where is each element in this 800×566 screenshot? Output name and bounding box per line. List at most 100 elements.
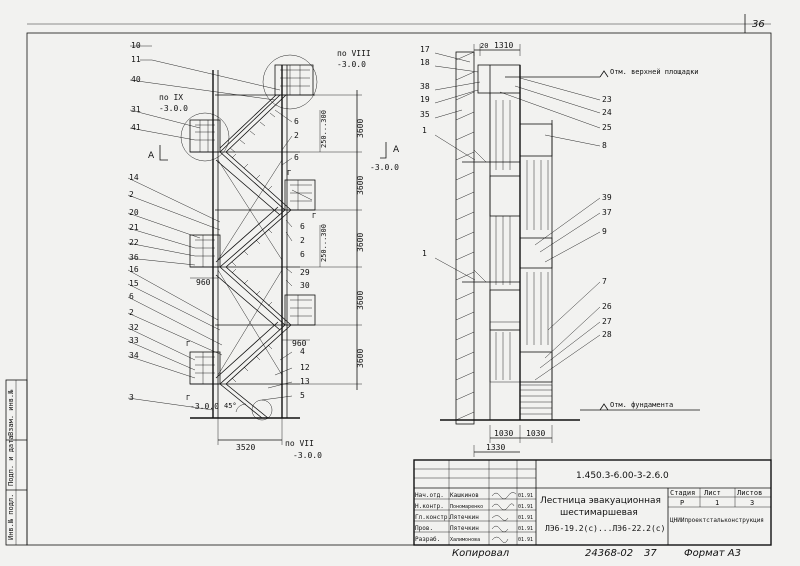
doc-code: 1.450.3-6.00-3-2.6.0 xyxy=(576,471,669,481)
left-leaders xyxy=(127,45,313,411)
pos-39: 39 xyxy=(602,193,612,202)
pos-24: 24 xyxy=(602,108,612,117)
right-leaders xyxy=(434,52,700,411)
section-a-right: А xyxy=(393,145,400,155)
dim-top-20: 20 xyxy=(480,42,488,50)
sheet-frame xyxy=(26,32,772,546)
pos-4: 4 xyxy=(300,347,305,356)
row-name-3: Пятечкин xyxy=(450,514,479,521)
pos-32: 32 xyxy=(129,323,139,332)
row-date-3: 01.91 xyxy=(518,515,533,521)
row-date-4: 01.91 xyxy=(518,526,533,532)
dim-sub1: 250...300 xyxy=(320,110,328,148)
dim-b2: 1030 xyxy=(526,429,545,438)
pos-5: 5 xyxy=(300,391,305,400)
val-stage: Р xyxy=(680,499,684,507)
pos-20: 20 xyxy=(129,208,139,217)
pos-7: 7 xyxy=(602,277,607,286)
section-g-1: Г xyxy=(287,169,291,177)
row-name-4: Пятечкин xyxy=(450,525,479,532)
pos-33: 33 xyxy=(129,336,139,345)
row-date-2: 01.91 xyxy=(518,504,533,510)
stair-section xyxy=(440,51,580,425)
row-role-4: Пров. xyxy=(415,525,433,532)
stair-elevation xyxy=(180,54,318,421)
section-a-left: А xyxy=(148,151,155,161)
footer-format: Формат А3 xyxy=(684,548,741,559)
side-stamp xyxy=(5,379,28,546)
dim-h5: 3600 xyxy=(356,349,365,368)
pos-6-r1: 6 xyxy=(294,117,299,126)
pos-18: 18 xyxy=(420,58,430,67)
dim-angle: 45° xyxy=(224,402,237,410)
pos-2-b: 2 xyxy=(129,308,134,317)
dim-w1: 960 xyxy=(196,278,211,287)
pos-11: 11 xyxy=(131,55,141,64)
pos-8: 8 xyxy=(602,141,607,150)
row-date-5: 01.91 xyxy=(518,537,533,543)
row-name-2: Пономаренко xyxy=(450,504,483,510)
row-role-5: Разраб. xyxy=(415,536,440,543)
doc-title-1: Лестница эвакуационная xyxy=(540,496,661,506)
pos-27: 27 xyxy=(602,317,612,326)
dim-h3: 3600 xyxy=(356,233,365,252)
pos-38: 38 xyxy=(420,82,430,91)
row-name-1: Кашкинов xyxy=(450,492,479,499)
doc-title-2: шестимаршевая xyxy=(560,508,638,518)
pos-6-r3: 6 xyxy=(300,222,305,231)
pos-2-a: 2 xyxy=(129,190,134,199)
pos-40: 40 xyxy=(131,75,141,84)
section-g-3: Г xyxy=(186,340,190,348)
pos-25: 25 xyxy=(602,123,612,132)
col-sheet: Лист xyxy=(704,489,721,497)
row-date-1: 01.91 xyxy=(518,493,533,499)
val-sheet: 1 xyxy=(715,499,719,507)
col-stage: Стадия xyxy=(670,489,695,497)
section-g-4: Г xyxy=(186,394,190,402)
view-viii-mark: -3.0.0 xyxy=(337,60,366,69)
pos-21: 21 xyxy=(129,223,139,232)
stamp-sign: Подп. и дата xyxy=(7,435,15,486)
pos-41: 41 xyxy=(131,123,141,132)
org-name: ЦНИИпроектстальконструкция xyxy=(670,517,764,524)
stamp-replace: Взам. инв.№ xyxy=(7,389,15,436)
pos-15: 15 xyxy=(129,279,139,288)
pos-36: 36 xyxy=(129,253,139,262)
footer-page: 37 xyxy=(644,548,657,559)
dim-h4: 3600 xyxy=(356,291,365,310)
view-a-mark: -3.0.0 xyxy=(370,163,399,172)
pos-30: 30 xyxy=(300,281,310,290)
pos-14: 14 xyxy=(129,173,139,182)
view-ix: по IX xyxy=(159,93,183,102)
view-ix-mark: -3.0.0 xyxy=(159,104,188,113)
mark-foundation: Отм. фундамента xyxy=(610,401,673,409)
section-g-2: Г xyxy=(312,212,316,220)
pos-16: 16 xyxy=(129,265,139,274)
view-vii-mark: -3.0.0 xyxy=(293,451,322,460)
view-vii: по VII xyxy=(285,439,314,448)
pos-2-r2: 2 xyxy=(300,236,305,245)
pos-12: 12 xyxy=(300,363,310,372)
col-sheets: Листов xyxy=(737,489,762,497)
row-name-5: Халимонова xyxy=(450,537,480,543)
dim-h2: 3600 xyxy=(356,176,365,195)
pos-23: 23 xyxy=(602,95,612,104)
view-viii: по VIII xyxy=(337,49,371,58)
mark-top-platform: Отм. верхней площадки xyxy=(610,68,699,76)
row-role-2: Н.контр. xyxy=(415,503,444,510)
pos-34: 34 xyxy=(129,351,139,360)
dim-h1: 3600 xyxy=(356,119,365,138)
pos-6-r4: 6 xyxy=(300,250,305,259)
pos-31: 31 xyxy=(131,105,141,114)
left-dimensions xyxy=(190,90,362,445)
doc-title-3: ЛЭ6-19.2(с)...ЛЭ6-22.2(с) xyxy=(545,524,665,533)
title-block xyxy=(413,459,772,546)
pos-17: 17 xyxy=(420,45,430,54)
dim-top-1310: 1310 xyxy=(494,41,513,50)
stamp-inv: Инв.№ подл. xyxy=(7,494,15,540)
pos-3: 3 xyxy=(129,393,134,402)
row-role-3: Гл.констр. xyxy=(415,514,451,521)
pos-26: 26 xyxy=(602,302,612,311)
